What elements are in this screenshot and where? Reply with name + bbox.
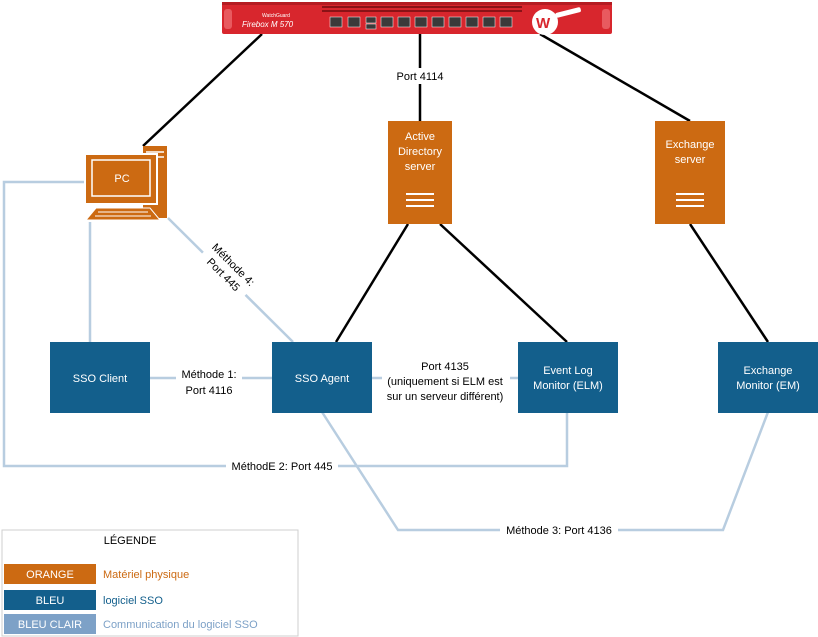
logo-w-glyph: W — [536, 15, 551, 32]
method2-line — [2, 180, 569, 468]
exchange-label-line1: Exchange — [666, 139, 715, 151]
exchange-server: Exchange server — [655, 121, 725, 224]
firebox-appliance: WatchGuard Firebox M 570 W — [222, 2, 612, 35]
legend-swatch-light-blue-label: BLEU CLAIR — [18, 619, 82, 631]
ad-to-elm-line — [439, 223, 568, 343]
pc-keyboard — [84, 207, 162, 221]
server-rack-icon — [676, 193, 704, 207]
elm-label-line2: Monitor (ELM) — [533, 380, 603, 392]
legend-swatch-orange-label: ORANGE — [26, 569, 74, 581]
port-4135-label-line3: sur un serveur différent) — [387, 391, 504, 403]
em-label-line1: Exchange — [744, 365, 793, 377]
ad-label-line3: server — [405, 161, 436, 173]
network-ports — [329, 16, 513, 30]
legend-item-orange-text: Matériel physique — [103, 569, 189, 581]
ad-label-line1: Active — [405, 131, 435, 143]
method1-label-line1: Méthode 1: — [181, 369, 236, 381]
legend-item-blue-text: logiciel SSO — [103, 595, 163, 607]
port-4135-label-line2: (uniquement si ELM est — [387, 376, 503, 388]
black-connections — [142, 32, 770, 343]
firebox-model: Firebox M 570 — [242, 20, 294, 29]
left-handle — [224, 9, 232, 29]
legend-title: LÉGENDE — [104, 534, 157, 547]
pc-screen — [91, 159, 151, 197]
ad-to-agent-line — [334, 223, 410, 343]
sso-agent-box — [272, 342, 372, 413]
sso-client-node: SSO Client — [50, 342, 150, 413]
active-directory-server: Active Directory server — [388, 121, 452, 224]
em-box — [718, 342, 818, 413]
exchange-label-line2: server — [675, 154, 706, 166]
ad-label-line2: Directory — [398, 146, 443, 158]
fw-to-pc-line — [142, 33, 263, 147]
server-rack-icon — [406, 193, 434, 207]
legend-swatch-blue-label: BLEU — [36, 595, 65, 607]
vent-grille — [322, 6, 522, 12]
legend-swatch-blue — [4, 590, 96, 610]
pc-label: PC — [114, 173, 129, 185]
legend-swatch-orange — [4, 564, 96, 584]
sso-client-box — [50, 342, 150, 413]
legend-swatch-light-blue — [4, 614, 96, 634]
method3-line — [320, 411, 770, 532]
sso-client-label: SSO Client — [73, 373, 127, 385]
method3-label: Méthode 3: Port 4136 — [506, 525, 612, 537]
legend-item-light-blue-text: Communication du logiciel SSO — [103, 619, 258, 631]
firebox-brand: WatchGuard — [262, 13, 290, 19]
sso-agent-label: SSO Agent — [295, 373, 349, 385]
port-4114-label: Port 4114 — [397, 71, 444, 83]
watchguard-logo: W — [532, 7, 581, 35]
elm-box — [518, 342, 618, 413]
method2-label: MéthodE 2: Port 445 — [232, 461, 333, 473]
exchange-server-box — [655, 121, 725, 224]
method4-label: Méthode 4: Port 445 — [196, 237, 261, 302]
right-handle — [602, 9, 610, 29]
method1-label-line2: Port 4116 — [186, 385, 233, 397]
fw-to-exchange-line — [539, 32, 691, 123]
exchange-to-em-line — [688, 223, 770, 343]
pc-icon: PC — [84, 146, 167, 221]
sso-agent-node: SSO Agent — [272, 342, 372, 413]
elm-label-line1: Event Log — [543, 365, 593, 377]
port-4135-label-line1: Port 4135 — [421, 361, 469, 373]
em-node: Exchange Monitor (EM) — [718, 342, 818, 413]
legend: LÉGENDE ORANGE Matériel physique BLEU lo… — [1, 529, 299, 637]
elm-node: Event Log Monitor (ELM) — [518, 342, 618, 413]
em-label-line2: Monitor (EM) — [736, 380, 800, 392]
